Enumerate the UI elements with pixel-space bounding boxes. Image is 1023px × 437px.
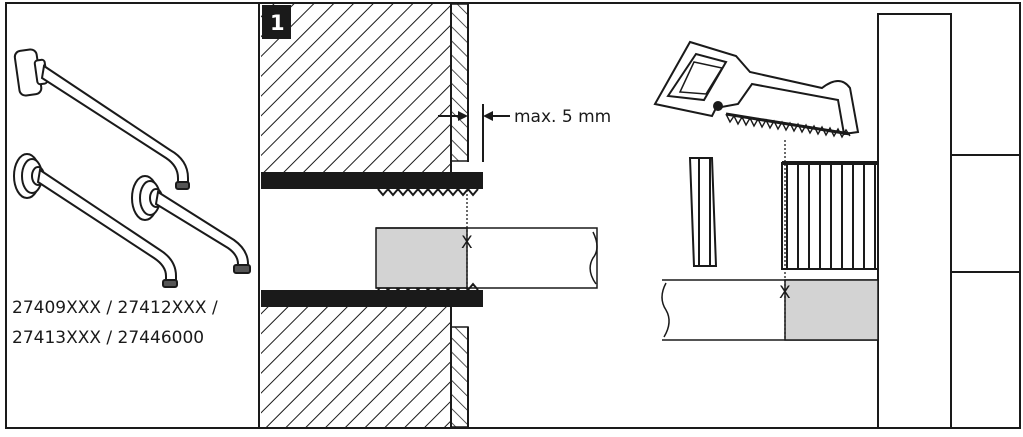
cutting-section: X <box>653 13 1020 429</box>
cut-mark-2: X <box>779 283 791 303</box>
cut-off-piece <box>688 157 718 267</box>
dimension-marker <box>438 104 510 162</box>
threaded-sleeve <box>781 162 879 270</box>
wall-section: X 1 max. 5 mm <box>261 3 611 428</box>
hacksaw-icon <box>653 40 860 139</box>
wall-spout-square-icon <box>13 48 190 190</box>
product-codes-line1: 27409XXX / 27412XXX / <box>12 298 218 318</box>
wall-block <box>877 13 952 429</box>
wall-spout-round-icon <box>13 153 178 288</box>
inserted-tube-gray <box>375 227 468 289</box>
threaded-pipe-top <box>261 172 483 189</box>
threaded-pipe-bottom <box>261 290 483 307</box>
product-codes-line2: 27413XXX / 27446000 <box>12 328 204 348</box>
step-badge: 1 <box>262 5 291 39</box>
tube-end-gray <box>784 279 879 341</box>
dimension-label: max. 5 mm <box>514 107 611 127</box>
cut-mark-1: X <box>461 233 473 253</box>
wall-spout-round-icon <box>131 175 251 274</box>
product-panel: 27409XXX / 27412XXX / 27413XXX / 2744600… <box>12 3 260 428</box>
step-number: 1 <box>270 11 285 35</box>
diagram-frame <box>5 2 1021 429</box>
